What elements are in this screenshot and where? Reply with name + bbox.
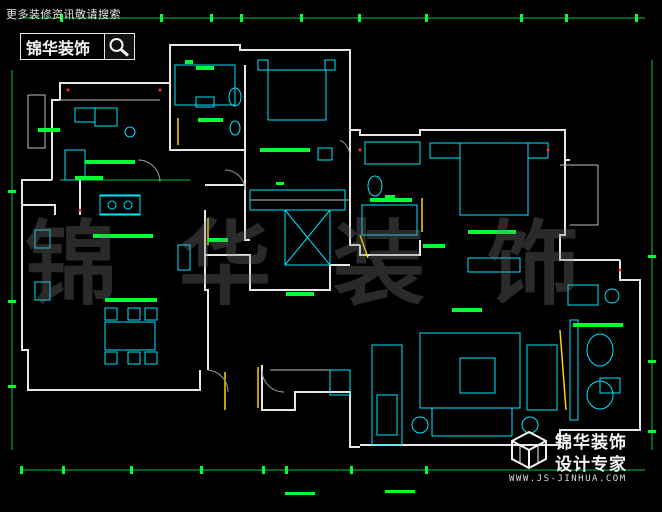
logo-text: 锦华装饰 (26, 38, 91, 58)
furniture (34, 59, 621, 446)
brand-cube-icon (511, 430, 547, 470)
walls-thin (27, 94, 599, 371)
brand-url[interactable]: WWW.JS-JINHUA.COM (509, 474, 627, 484)
search-button[interactable] (103, 34, 134, 59)
dimension-ticks (8, 14, 656, 495)
dimension-lines (11, 17, 653, 471)
brand-slogan: 设计专家 (555, 455, 627, 475)
door-arcs (137, 139, 351, 393)
top-caption: 更多装修资讯敬请搜索 (6, 8, 121, 21)
footer-brand: 锦华装饰 设计专家 WWW.JS-JINHUA.COM (505, 428, 655, 490)
room-label-bars (38, 60, 623, 327)
brand-name: 锦华装饰 (555, 433, 627, 453)
accent-marks (66, 88, 622, 272)
walls (21, 44, 641, 448)
search-icon (109, 37, 130, 57)
logo-search-box[interactable]: 锦华装饰 (20, 33, 135, 60)
